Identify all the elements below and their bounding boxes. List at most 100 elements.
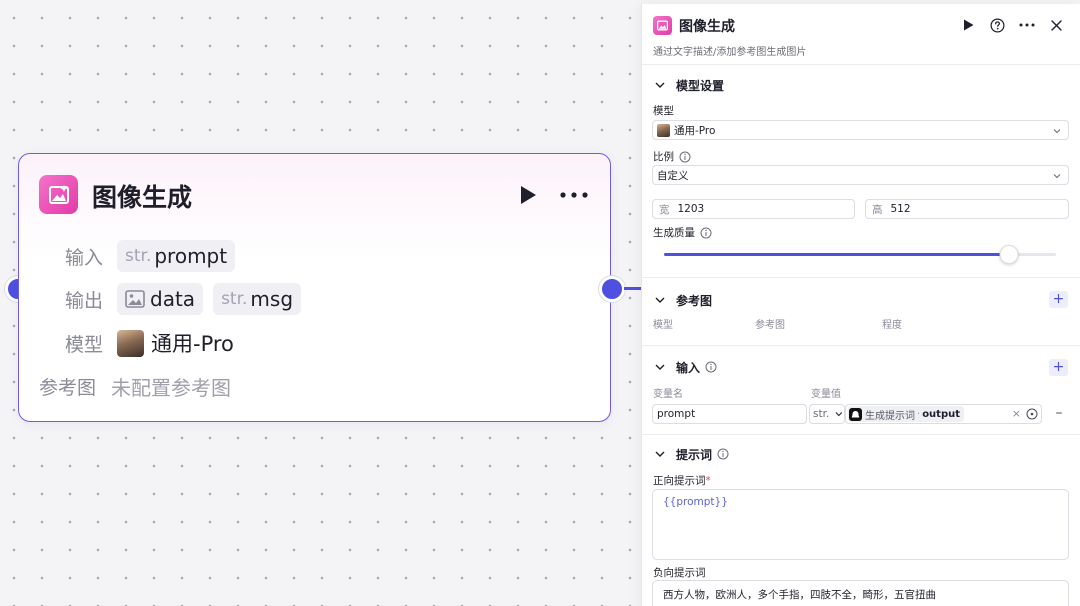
clear-icon[interactable]: × bbox=[1011, 407, 1021, 420]
add-reference-button[interactable]: + bbox=[1049, 291, 1068, 308]
column-label: 变量名 bbox=[653, 389, 683, 400]
negative-prompt-value: 西方人物，欧洲人，多个手指，四肢不全，畸形，五官扭曲 bbox=[663, 589, 936, 601]
close-button[interactable] bbox=[1046, 15, 1066, 35]
variable-type-select[interactable]: str. bbox=[809, 404, 845, 424]
model-select[interactable]: 通用-Pro bbox=[652, 120, 1069, 140]
reference-output-name: output bbox=[922, 408, 961, 420]
negative-prompt-label: 负向提示词 bbox=[653, 567, 706, 579]
ratio-select[interactable]: 自定义 bbox=[652, 165, 1069, 185]
column-label: 变量值 bbox=[811, 389, 841, 400]
negative-prompt-textarea[interactable]: 西方人物，欧洲人，多个手指，四肢不全，畸形，五官扭曲 bbox=[652, 580, 1069, 606]
required-mark: * bbox=[705, 475, 711, 487]
quality-field-label: 生成质量 bbox=[653, 225, 712, 240]
more-button[interactable] bbox=[1017, 15, 1037, 35]
reference-label: 参考图 bbox=[39, 376, 97, 399]
image-generation-icon bbox=[39, 175, 78, 214]
llm-node-icon bbox=[849, 407, 862, 421]
close-icon bbox=[1050, 19, 1062, 31]
output-name: msg bbox=[250, 287, 294, 311]
play-icon[interactable] bbox=[517, 184, 539, 206]
quality-slider[interactable] bbox=[664, 245, 1056, 264]
positive-prompt-textarea[interactable]: {{prompt}} bbox=[652, 489, 1069, 560]
panel-description: 通过文字描述/添加参考图生成图片 bbox=[653, 47, 807, 58]
remove-input-button[interactable]: – bbox=[1055, 405, 1063, 421]
output-port[interactable] bbox=[599, 276, 625, 302]
positive-prompt-label-text: 正向提示词 bbox=[653, 475, 706, 487]
model-label: 模型 bbox=[64, 333, 103, 356]
model-name: 通用-Pro bbox=[151, 332, 234, 356]
column-label: 程度 bbox=[882, 320, 902, 331]
reference-separator: · bbox=[917, 408, 921, 420]
chevron-down-icon bbox=[655, 297, 665, 303]
reference-node-name: 生成提示词 bbox=[865, 410, 915, 422]
node-reference-row: 参考图 未配置参考图 bbox=[39, 369, 231, 403]
info-icon[interactable] bbox=[717, 448, 729, 460]
ratio-label-text: 比例 bbox=[653, 151, 674, 163]
input-label: 输入 bbox=[64, 246, 103, 269]
param-name: prompt bbox=[154, 244, 228, 268]
node-title: 图像生成 bbox=[92, 183, 193, 212]
section-title: 参考图 bbox=[676, 293, 713, 308]
more-icon[interactable] bbox=[557, 182, 591, 208]
ratio-select-value: 自定义 bbox=[657, 169, 689, 182]
quality-slider-thumb[interactable] bbox=[999, 245, 1019, 264]
model-settings-header[interactable]: 模型设置 bbox=[653, 76, 724, 94]
info-icon[interactable] bbox=[700, 227, 712, 239]
width-prefix: 宽 bbox=[659, 203, 670, 216]
panel-title: 图像生成 bbox=[679, 19, 735, 35]
chevron-down-icon bbox=[655, 82, 665, 88]
model-avatar bbox=[657, 123, 670, 137]
model-avatar bbox=[117, 329, 144, 357]
node-settings-panel: 图像生成 通过文字描述/添加参考图生成图片 模型设置 模型 通用-Pro 比例 bbox=[641, 4, 1080, 606]
node-model-row: 模型 通用-Pro bbox=[39, 326, 234, 360]
info-icon[interactable] bbox=[705, 361, 717, 373]
add-input-button[interactable]: + bbox=[1049, 359, 1068, 376]
chevron-down-icon bbox=[1053, 129, 1061, 134]
reference-chip[interactable]: 生成提示词 · output bbox=[848, 406, 965, 422]
height-prefix: 高 bbox=[872, 203, 883, 216]
variable-type-value: str. bbox=[813, 408, 830, 420]
play-icon bbox=[963, 19, 973, 31]
chevron-down-icon bbox=[655, 451, 665, 457]
height-input[interactable]: 高 512 bbox=[865, 199, 1069, 219]
chevron-down-icon bbox=[835, 412, 843, 417]
section-title: 输入 bbox=[676, 360, 701, 375]
input-header[interactable]: 输入 bbox=[653, 358, 717, 376]
input-param-tag: str. prompt bbox=[117, 240, 236, 272]
width-value: 1203 bbox=[677, 203, 705, 215]
ratio-field-label: 比例 bbox=[653, 149, 691, 164]
connection-edge bbox=[624, 287, 642, 290]
chevron-down-icon bbox=[655, 364, 665, 370]
param-type: str. bbox=[221, 289, 248, 309]
width-input[interactable]: 宽 1203 bbox=[652, 199, 855, 219]
variable-value-input[interactable]: 生成提示词 · output × bbox=[845, 404, 1042, 424]
image-icon bbox=[125, 290, 145, 308]
reference-value: 未配置参考图 bbox=[111, 375, 231, 400]
image-generation-icon bbox=[653, 16, 672, 35]
positive-prompt-label: 正向提示词* bbox=[653, 473, 711, 488]
model-value: 通用-Pro bbox=[117, 327, 234, 359]
more-icon bbox=[1019, 23, 1035, 27]
column-label: 模型 bbox=[653, 320, 673, 331]
node-input-row: 输入 str. prompt bbox=[39, 239, 245, 273]
prompt-header[interactable]: 提示词 bbox=[653, 445, 729, 463]
help-button[interactable] bbox=[987, 15, 1007, 35]
run-button[interactable] bbox=[958, 15, 978, 35]
section-title: 提示词 bbox=[676, 447, 713, 462]
divider bbox=[642, 434, 1080, 435]
quality-label-text: 生成质量 bbox=[653, 227, 695, 239]
height-value: 512 bbox=[890, 203, 911, 215]
variable-name-input[interactable]: prompt bbox=[652, 404, 807, 424]
model-field-label: 模型 bbox=[653, 105, 674, 117]
reference-header[interactable]: 参考图 bbox=[653, 291, 712, 309]
prompt-variable-token: {{prompt}} bbox=[663, 496, 728, 508]
output-label: 输出 bbox=[64, 289, 103, 312]
node-output-row: 输出 data str. msg bbox=[39, 282, 311, 316]
section-title: 模型设置 bbox=[676, 78, 725, 93]
output-data-tag: data bbox=[117, 283, 204, 315]
info-icon[interactable] bbox=[679, 151, 691, 163]
image-generation-node[interactable]: 图像生成 输入 str. prompt 输出 data str. msg bbox=[18, 153, 611, 422]
variable-picker-icon[interactable] bbox=[1026, 408, 1038, 420]
divider bbox=[642, 64, 1080, 65]
chevron-down-icon bbox=[1053, 174, 1061, 179]
